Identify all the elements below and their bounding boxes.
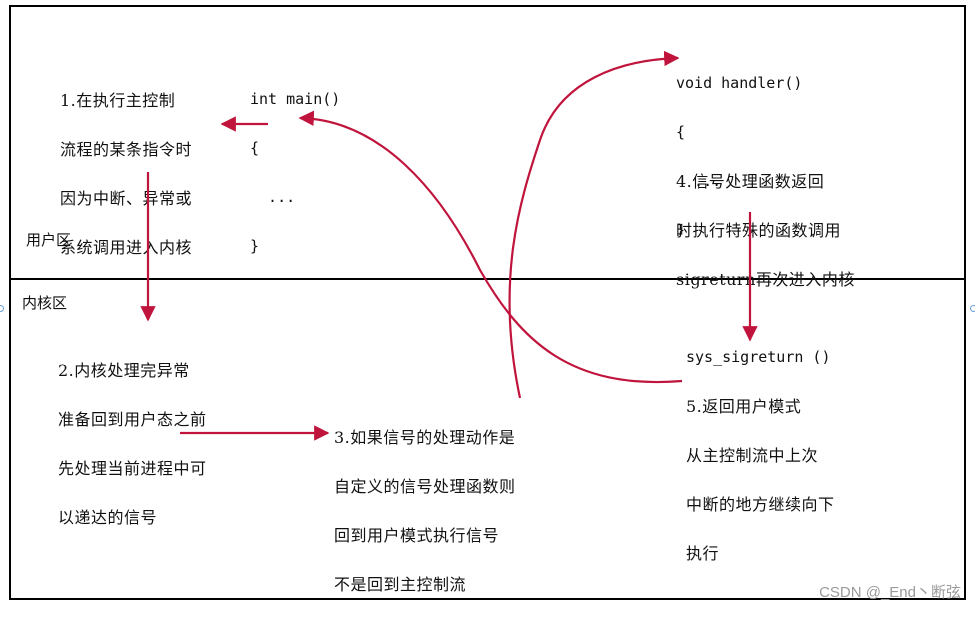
step3-line: 回到用户模式执行信号 bbox=[334, 525, 500, 545]
step4-line: sigreturn再次进入内核 bbox=[676, 269, 855, 289]
step1-line: 因为中断、异常或 bbox=[60, 188, 193, 208]
step5-line: 中断的地方继续向下 bbox=[686, 494, 835, 514]
main-code-line: } bbox=[250, 236, 260, 255]
step1-line: 流程的某条指令时 bbox=[60, 139, 193, 159]
step2-line: 先处理当前进程中可 bbox=[58, 458, 207, 478]
diagram-frame bbox=[9, 5, 966, 600]
step1-line: 系统调用进入内核 bbox=[60, 237, 193, 257]
resize-handle-right[interactable] bbox=[970, 305, 975, 312]
resize-handle-left[interactable] bbox=[0, 305, 4, 312]
watermark: CSDN @_End丶断弦 bbox=[819, 584, 961, 601]
main-code-line: int main() bbox=[250, 89, 341, 108]
step4-line: 时执行特殊的函数调用 bbox=[676, 220, 842, 240]
step1-line: 1.在执行主控制 bbox=[60, 90, 176, 110]
handler-code-line: ... bbox=[676, 171, 722, 190]
sys-sigreturn-label: sys_sigreturn () bbox=[686, 348, 831, 366]
handler-code-line: void handler() bbox=[676, 73, 803, 92]
step5-line: 5.返回用户模式 bbox=[686, 396, 802, 416]
step5-line: 执行 bbox=[686, 543, 720, 563]
user-region-label: 用户区 bbox=[26, 231, 72, 249]
step3-line: 3.如果信号的处理动作是 bbox=[334, 427, 516, 447]
step3-line: 自定义的信号处理函数则 bbox=[334, 476, 516, 496]
step2-text: 2.内核处理完异常 准备回到用户态之前 先处理当前进程中可 以递达的信号 bbox=[58, 334, 207, 555]
step4-text: 4.信号处理函数返回 时执行特殊的函数调用 sigreturn再次进入内核 bbox=[676, 145, 855, 317]
handler-code: void handler() { ... } bbox=[676, 46, 802, 267]
main-code-line: ... bbox=[250, 187, 296, 206]
main-code: int main() { ... } bbox=[250, 62, 340, 283]
step5-text: 5.返回用户模式 从主控制流中上次 中断的地方继续向下 执行 bbox=[686, 370, 835, 591]
step3-text: 3.如果信号的处理动作是 自定义的信号处理函数则 回到用户模式执行信号 不是回到… bbox=[334, 401, 516, 622]
step2-line: 2.内核处理完异常 bbox=[58, 360, 190, 380]
user-kernel-divider bbox=[9, 278, 966, 280]
step1-text: 1.在执行主控制 流程的某条指令时 因为中断、异常或 系统调用进入内核 bbox=[60, 64, 192, 285]
step2-line: 以递达的信号 bbox=[58, 507, 158, 527]
step5-line: 从主控制流中上次 bbox=[686, 445, 819, 465]
step2-line: 准备回到用户态之前 bbox=[58, 409, 207, 429]
handler-code-line: { bbox=[676, 122, 686, 141]
handler-code-line: } bbox=[676, 220, 686, 239]
arrow-step3-to-handler bbox=[508, 50, 680, 399]
kernel-region-label: 内核区 bbox=[22, 294, 68, 312]
flow-arrows bbox=[140, 50, 758, 441]
step4-line: 4.信号处理函数返回 bbox=[676, 171, 825, 191]
main-code-line: { bbox=[250, 138, 260, 157]
arrow-step5-to-main bbox=[298, 110, 683, 384]
step3-line: 不是回到主控制流 bbox=[334, 574, 467, 594]
